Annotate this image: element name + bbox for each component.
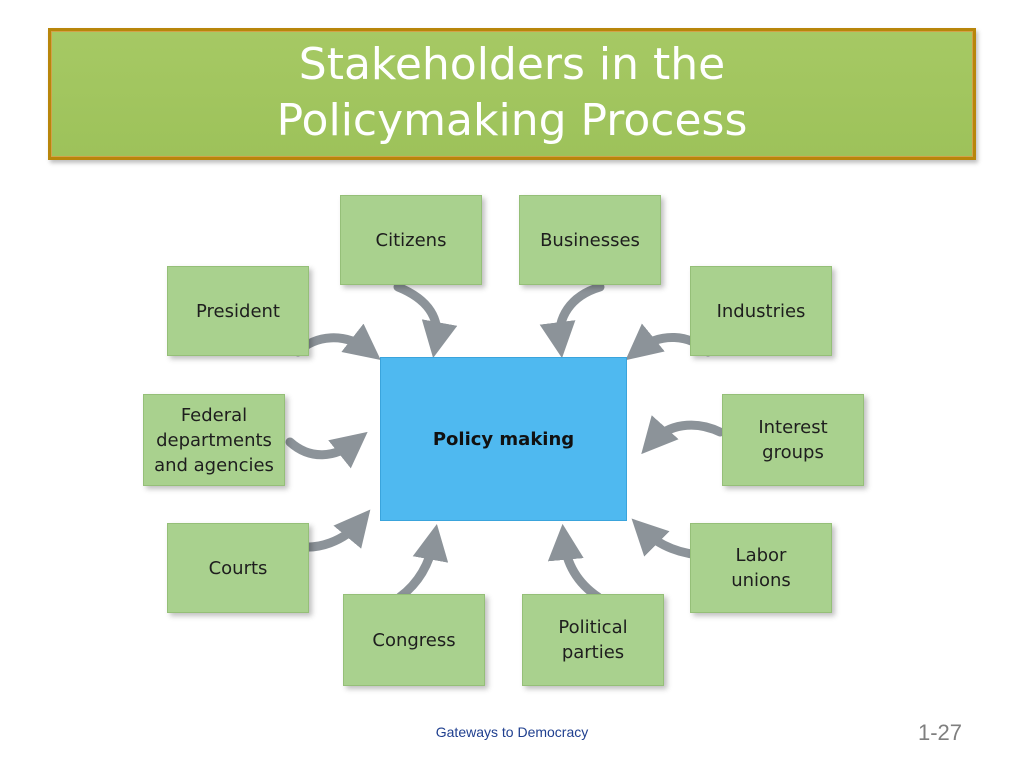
title-banner: Stakeholders in the Policymaking Process [48,28,976,160]
title-line-2: Policymaking Process [276,95,748,146]
node-citizens: Citizens [340,195,482,285]
arrow-businesses [539,282,605,359]
node-label: Industries [716,300,806,322]
node-federal-departments: Federal departments and agencies [143,394,285,486]
node-political-parties: Political parties [522,594,664,686]
node-label: Courts [208,557,268,579]
node-label: Labor unions [731,545,791,591]
arrow-citizens [393,282,458,358]
node-label: President [196,300,280,322]
node-label: Federal departments and agencies [154,404,274,476]
title-line-1: Stakeholders in the [298,39,726,90]
node-label: Interest groups [758,417,828,463]
footer-text: Gateways to Democracy [435,724,589,740]
policy-making-box: Policy making [380,357,627,521]
slide-number: 1-27 [917,720,962,745]
node-label: Political parties [558,617,628,663]
node-congress: Congress [343,594,485,686]
arrow-parties [547,523,603,602]
arrow-federal [285,431,368,469]
node-label: Businesses [540,229,640,251]
node-labor-unions: Labor unions [690,523,832,613]
node-president: President [167,266,309,356]
node-industries: Industries [690,266,832,356]
node-label: Congress [372,629,456,651]
node-courts: Courts [167,523,309,613]
node-interest-groups: Interest groups [722,394,864,486]
policy-making-label: Policy making [432,428,575,450]
node-businesses: Businesses [519,195,661,285]
arrow-interest [641,415,725,455]
arrow-congress [395,524,449,602]
node-label: Citizens [375,229,447,251]
